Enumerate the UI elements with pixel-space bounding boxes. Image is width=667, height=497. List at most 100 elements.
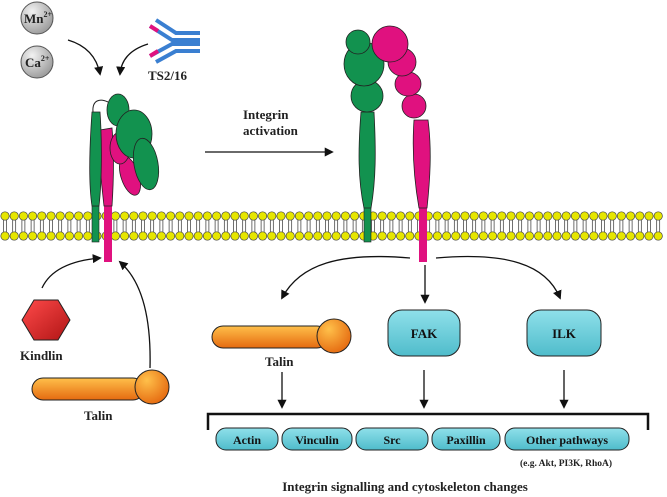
lipid-head bbox=[9, 211, 19, 221]
lipid-head bbox=[552, 231, 562, 241]
pathway-box-vinculin: Vinculin bbox=[281, 427, 353, 451]
talin-left-label: Talin bbox=[84, 408, 113, 423]
lipid-head bbox=[331, 231, 341, 241]
lipid-head bbox=[322, 231, 332, 241]
svg-text:Ca2+: Ca2+ bbox=[25, 54, 50, 70]
lipid-head bbox=[0, 211, 10, 221]
lipid-head bbox=[55, 231, 65, 241]
lipid-head bbox=[166, 211, 176, 221]
lipid-head bbox=[478, 211, 488, 221]
pathway-box-other-pathways: Other pathways bbox=[504, 427, 630, 451]
lipid-head bbox=[304, 231, 314, 241]
lipid-head bbox=[46, 211, 56, 221]
lipid-head bbox=[451, 231, 461, 241]
inactive-integrin bbox=[89, 93, 160, 262]
lipid-head bbox=[147, 211, 157, 221]
lipid-head bbox=[478, 231, 488, 241]
lipid-head bbox=[313, 231, 323, 241]
lipid-head bbox=[64, 211, 74, 221]
lipid-head bbox=[644, 231, 654, 241]
lipid-head bbox=[184, 211, 194, 221]
lipid-head bbox=[386, 231, 396, 241]
talin-right-label: Talin bbox=[265, 354, 294, 369]
pathway-box-label: Vinculin bbox=[295, 433, 339, 447]
lipid-head bbox=[138, 211, 148, 221]
mn-symbol: Mn bbox=[24, 11, 44, 26]
lipid-head bbox=[350, 231, 360, 241]
lipid-head bbox=[616, 231, 626, 241]
lipid-head bbox=[534, 211, 544, 221]
lipid-head bbox=[350, 211, 360, 221]
lipid-head bbox=[184, 231, 194, 241]
lipid-head bbox=[276, 231, 286, 241]
lipid-head bbox=[37, 231, 47, 241]
fak-node: FAK bbox=[387, 309, 461, 357]
lipid-head bbox=[561, 231, 571, 241]
lipid-head bbox=[442, 211, 452, 221]
lipid-head bbox=[221, 231, 231, 241]
pathway-note: (e.g. Akt, PI3K, RhoA) bbox=[520, 458, 612, 469]
active-alpha-subunit bbox=[343, 29, 385, 243]
lipid-head bbox=[267, 231, 277, 241]
antibody-arrow bbox=[116, 43, 149, 76]
lipid-head bbox=[110, 211, 120, 221]
pathway-box-label: Src bbox=[383, 433, 401, 447]
lipid-head bbox=[18, 231, 28, 241]
ion-arrow bbox=[67, 39, 104, 76]
lipid-head bbox=[534, 231, 544, 241]
lipid-head bbox=[28, 211, 38, 221]
lipid-head bbox=[340, 231, 350, 241]
lipid-head bbox=[589, 211, 599, 221]
lipid-head bbox=[175, 231, 185, 241]
lipid-head bbox=[653, 231, 663, 241]
footer-caption: Integrin signalling and cytoskeleton cha… bbox=[282, 479, 528, 494]
lipid-head bbox=[9, 231, 19, 241]
lipid-head bbox=[598, 211, 608, 221]
lipid-head bbox=[156, 211, 166, 221]
lipid-head bbox=[285, 211, 295, 221]
active-beta-subunit bbox=[371, 25, 431, 262]
lipid-head bbox=[166, 231, 176, 241]
lipid-head bbox=[129, 231, 139, 241]
lipid-head bbox=[653, 211, 663, 221]
lipid-head bbox=[239, 211, 249, 221]
activation-label-line1: Integrin bbox=[243, 107, 289, 122]
lipid-head bbox=[598, 231, 608, 241]
lipid-head bbox=[405, 211, 415, 221]
lipid-head bbox=[304, 211, 314, 221]
lipid-head bbox=[156, 231, 166, 241]
active-integrin bbox=[343, 25, 431, 262]
lipid-head bbox=[570, 231, 580, 241]
lipid-head bbox=[497, 211, 507, 221]
lipid-head bbox=[147, 231, 157, 241]
lipid-head bbox=[230, 231, 240, 241]
lipid-head bbox=[543, 231, 553, 241]
lipid-head bbox=[506, 211, 516, 221]
lipid-head bbox=[129, 211, 139, 221]
lipid-head bbox=[18, 211, 28, 221]
lipid-head bbox=[322, 211, 332, 221]
lipid-head bbox=[193, 231, 203, 241]
lipid-head bbox=[221, 211, 231, 221]
lipid-head bbox=[506, 231, 516, 241]
lipid-head bbox=[258, 211, 268, 221]
lipid-head bbox=[212, 211, 222, 221]
lipid-head bbox=[74, 211, 84, 221]
activation-label-line2: activation bbox=[243, 123, 299, 138]
lipid-head bbox=[46, 231, 56, 241]
lipid-head bbox=[488, 211, 498, 221]
arrow-to-ilk bbox=[435, 255, 562, 300]
lipid-head bbox=[580, 211, 590, 221]
lipid-head bbox=[28, 231, 38, 241]
lipid-head bbox=[460, 211, 470, 221]
lipid-head bbox=[644, 211, 654, 221]
lipid-head bbox=[193, 211, 203, 221]
lipid-head bbox=[396, 231, 406, 241]
svg-text:Mn2+: Mn2+ bbox=[24, 10, 53, 26]
lipid-head bbox=[120, 211, 130, 221]
lipid-head bbox=[396, 211, 406, 221]
lipid-head bbox=[626, 231, 636, 241]
lipid-head bbox=[543, 211, 553, 221]
